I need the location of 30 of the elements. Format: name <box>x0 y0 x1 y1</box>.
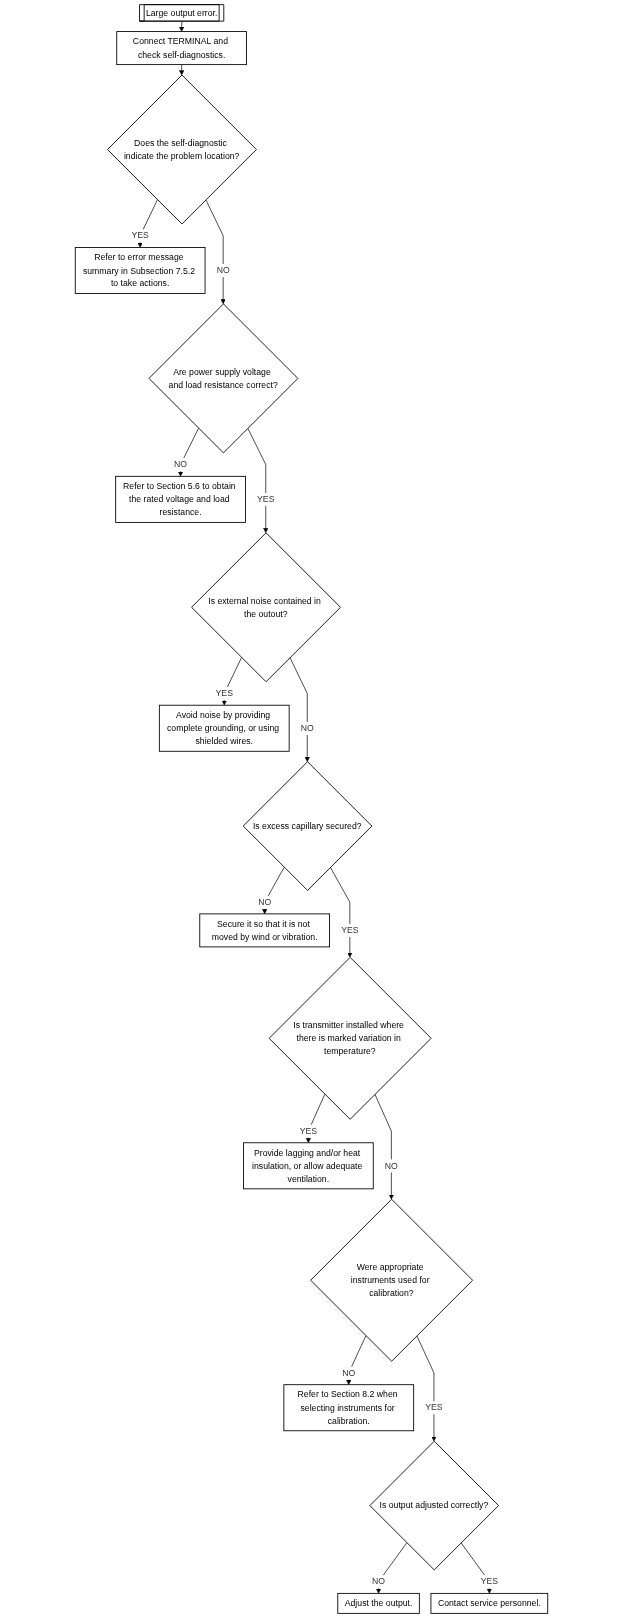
node-box: Contact service personnel. <box>430 1592 549 1614</box>
node-box: Refer to Section 8.2 when selecting instruments for calibration. <box>283 1384 415 1432</box>
node-box: Secure it so that it is not moved by wind or vibration. <box>199 913 330 948</box>
edge-label: NO <box>258 896 272 907</box>
edge-label: YES <box>341 925 359 935</box>
edge-label: NO <box>300 722 314 733</box>
edge-label: YES <box>215 688 233 698</box>
node-diamond: Are power supply voltage and load resistance correct? <box>148 303 299 454</box>
edge-label: NO <box>174 459 188 470</box>
edge-label: NO <box>216 265 230 275</box>
edge-label: YES <box>480 1576 499 1587</box>
edge-label: NO <box>342 1367 356 1378</box>
edge-label: YES <box>257 494 275 504</box>
node-diamond: Is output adjusted correctly? <box>369 1440 500 1571</box>
node-diamond: Is transmitter installed where there is marked variation in temperature? <box>268 956 432 1120</box>
edge-label: YES <box>131 230 149 241</box>
node-diamond: Is external noise contained in the outout? <box>191 532 341 683</box>
node-diamond: Is excess capillary secured? <box>242 761 373 891</box>
node-box: Adjust the output. <box>337 1592 420 1614</box>
edge-label: YES <box>299 1125 318 1136</box>
node-diamond: Were appropriate instruments used for calibration? <box>310 1198 474 1362</box>
node-box: Refer to error message summary in Subsection 7.5.2 to take actions. <box>74 247 206 294</box>
edge-label: YES <box>425 1402 443 1413</box>
node-box: Avoid noise by providing complete grounding, or using shielded wires. <box>158 704 290 752</box>
node-box: Provide lagging and/or heat insulation, or allow adequate ventilation. <box>243 1142 374 1190</box>
node-diamond: Does the self-diagnostic indicate the problem location? <box>107 74 257 225</box>
node-box: Connect TERMINAL and check self-diagnostics. <box>116 31 247 66</box>
edge-label: NO <box>384 1160 398 1171</box>
edge-label: NO <box>372 1576 386 1587</box>
node-box: Refer to Section 5.6 to obtain the rated voltage and load resistance. <box>115 475 246 523</box>
